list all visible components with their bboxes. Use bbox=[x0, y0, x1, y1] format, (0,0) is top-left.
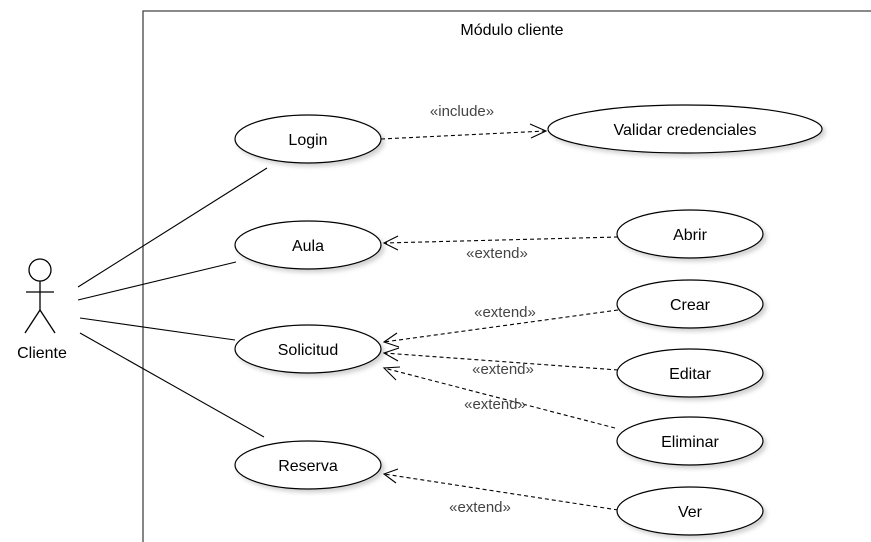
extend-arrow-eliminar-solicitud bbox=[382, 366, 616, 429]
extend-arrow-crear-solicitud bbox=[382, 309, 619, 348]
use-case-label: Reserva bbox=[278, 458, 338, 475]
system-title: Módulo cliente bbox=[460, 22, 563, 39]
actor-figure-icon bbox=[24, 258, 56, 334]
use-case-label: Solicitud bbox=[278, 342, 338, 359]
association-aula bbox=[77, 261, 237, 301]
use-case-label: Validar credenciales bbox=[614, 122, 757, 139]
actor-label: Cliente bbox=[17, 345, 67, 362]
use-case-reserva[interactable]: Reserva bbox=[234, 440, 382, 490]
association-solicitud bbox=[79, 317, 236, 341]
extend-arrow-ver-reserva bbox=[382, 468, 619, 511]
use-case-validar-credenciales[interactable]: Validar credenciales bbox=[547, 104, 823, 154]
use-case-label: Aula bbox=[292, 238, 324, 255]
extend-label-editar: «extend» bbox=[472, 361, 534, 378]
include-label: «include» bbox=[430, 103, 494, 120]
extend-arrow-abrir-aula bbox=[382, 235, 619, 251]
use-case-label: Editar bbox=[669, 366, 711, 383]
association-reserva bbox=[79, 332, 265, 438]
use-case-label: Eliminar bbox=[661, 434, 719, 451]
use-case-label: Abrir bbox=[673, 227, 707, 244]
extend-arrow-editar-solicitud bbox=[382, 347, 619, 371]
use-case-crear[interactable]: Crear bbox=[616, 279, 764, 329]
use-case-label: Crear bbox=[670, 297, 711, 314]
system-boundary: Módulo cliente bbox=[142, 10, 871, 542]
extend-label-ver: «extend» bbox=[449, 499, 511, 516]
include-arrow-login-validar bbox=[380, 123, 548, 140]
extend-label-crear: «extend» bbox=[474, 304, 536, 321]
use-case-abrir[interactable]: Abrir bbox=[616, 209, 764, 259]
use-case-solicitud[interactable]: Solicitud bbox=[234, 324, 382, 374]
use-case-eliminar[interactable]: Eliminar bbox=[616, 416, 764, 466]
association-login bbox=[77, 167, 268, 288]
use-case-label: Login bbox=[288, 132, 327, 149]
use-case-login[interactable]: Login bbox=[234, 114, 382, 164]
use-case-label: Ver bbox=[678, 504, 703, 521]
use-case-editar[interactable]: Editar bbox=[616, 348, 764, 398]
extend-label-abrir: «extend» bbox=[466, 245, 528, 262]
actor-cliente[interactable]: Cliente bbox=[17, 258, 67, 362]
use-case-aula[interactable]: Aula bbox=[234, 220, 382, 270]
extend-label-eliminar: «extend» bbox=[464, 396, 526, 413]
dependency-arrows bbox=[380, 123, 619, 511]
use-case-ver[interactable]: Ver bbox=[616, 486, 764, 536]
actor-associations bbox=[77, 167, 268, 438]
stereotype-labels: «include» «extend» «extend» «extend» «ex… bbox=[430, 103, 536, 516]
